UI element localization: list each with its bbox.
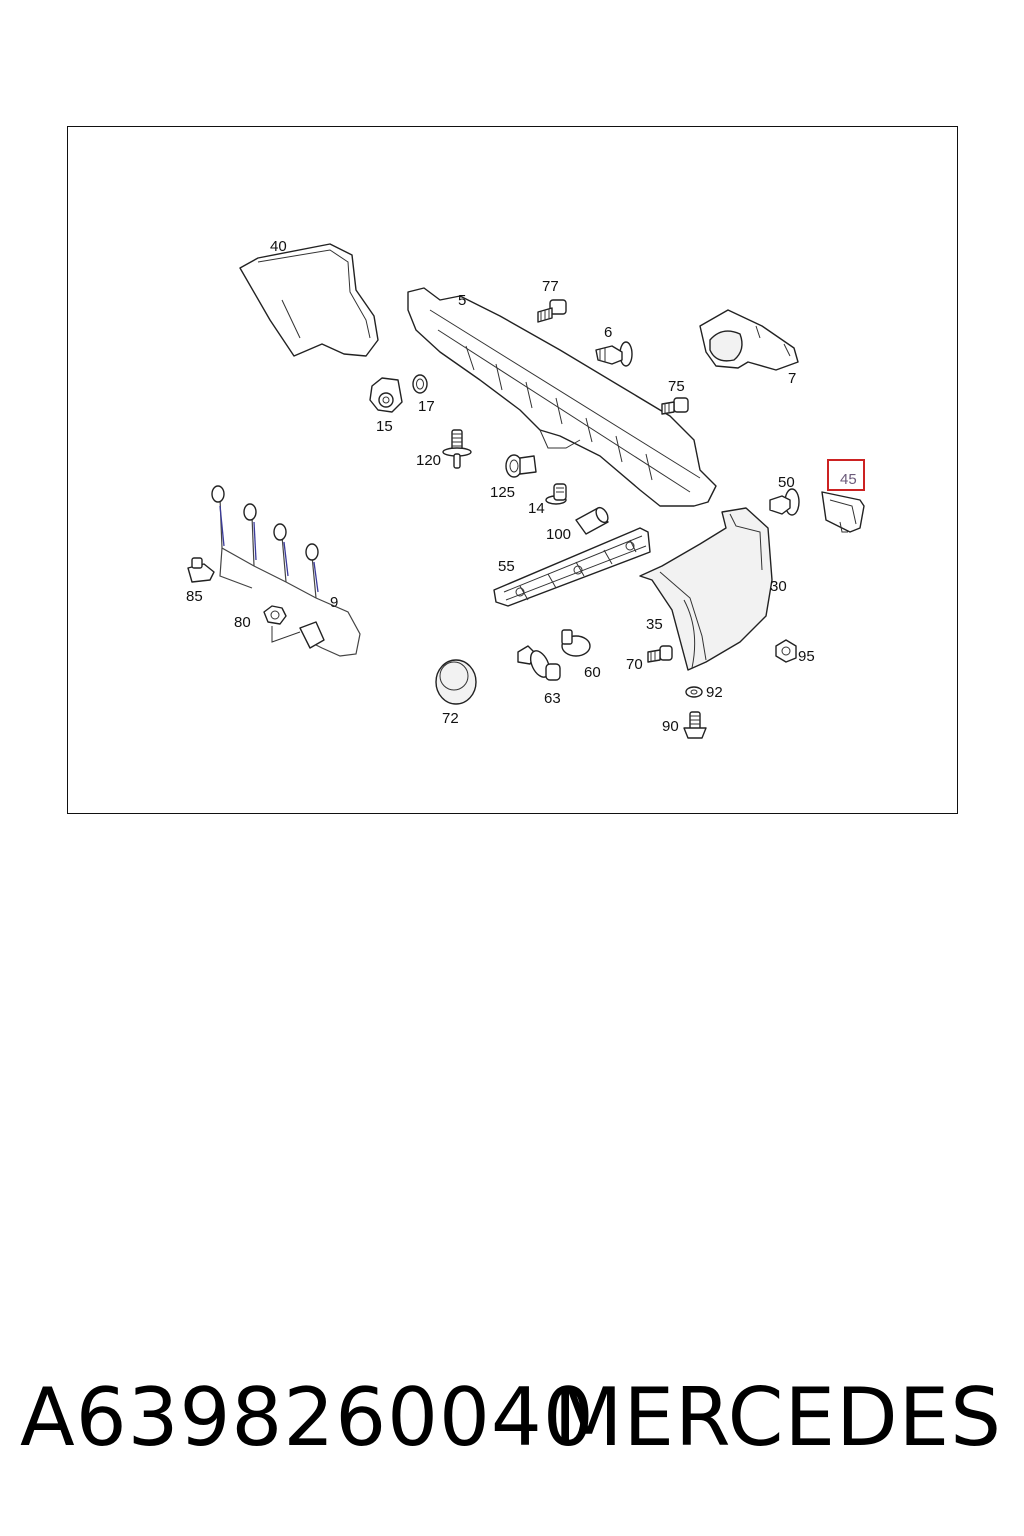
label-45: 45 [840, 471, 857, 488]
label-72: 72 [442, 710, 459, 727]
part-40-corner-trim[interactable] [239, 243, 379, 357]
part-90-bolt[interactable] [683, 711, 707, 739]
part-7-bracket[interactable] [699, 309, 799, 371]
label-90: 90 [662, 718, 679, 735]
label-50: 50 [778, 474, 795, 491]
part-14-clip[interactable] [545, 483, 567, 505]
label-80: 80 [234, 614, 251, 631]
label-75: 75 [668, 378, 685, 395]
part-95-nut[interactable] [775, 639, 797, 663]
part-85-connector[interactable] [187, 557, 215, 583]
part-30-bumper-end[interactable] [639, 507, 773, 671]
part-120-rivet[interactable] [442, 429, 472, 469]
label-95: 95 [798, 648, 815, 665]
label-30: 30 [770, 578, 787, 595]
label-7: 7 [788, 370, 796, 387]
part-number: A6398260040 [20, 1371, 595, 1464]
label-15: 15 [376, 418, 393, 435]
label-77: 77 [542, 278, 559, 295]
part-6-push-clip[interactable] [595, 341, 633, 367]
part-5-bumper-carrier[interactable] [407, 287, 717, 507]
label-120: 120 [416, 452, 441, 469]
part-125-grommet[interactable] [505, 454, 537, 478]
part-9-wiring-harness[interactable] [211, 485, 361, 657]
label-35: 35 [646, 616, 663, 633]
part-55-guide-rail[interactable] [493, 527, 651, 607]
label-14: 14 [528, 500, 545, 517]
label-9: 9 [330, 594, 338, 611]
part-70-screw[interactable] [647, 645, 673, 663]
label-92: 92 [706, 684, 723, 701]
label-60: 60 [584, 664, 601, 681]
label-125: 125 [490, 484, 515, 501]
part-92-washer[interactable] [685, 686, 703, 698]
label-55: 55 [498, 558, 515, 575]
label-70: 70 [626, 656, 643, 673]
label-17: 17 [418, 398, 435, 415]
label-63: 63 [544, 690, 561, 707]
part-50-clip[interactable] [769, 488, 800, 516]
part-60-clip[interactable] [561, 629, 591, 657]
part-75-screw[interactable] [661, 397, 689, 415]
highlight-box [827, 459, 865, 491]
part-17-ring[interactable] [412, 374, 428, 394]
part-72-cap[interactable] [435, 659, 477, 705]
footer: A6398260040 MERCEDES [0, 1368, 1024, 1478]
label-40: 40 [270, 238, 287, 255]
brand-name: MERCEDES [553, 1371, 1002, 1464]
label-100: 100 [546, 526, 571, 543]
part-15-sensor-holder[interactable] [369, 377, 403, 413]
part-77-screw[interactable] [537, 299, 567, 323]
part-35-seal[interactable] [683, 599, 696, 669]
label-85: 85 [186, 588, 203, 605]
part-100-spacer[interactable] [575, 506, 610, 535]
label-5: 5 [458, 292, 466, 309]
part-80-nut[interactable] [263, 605, 301, 643]
diagram-frame [67, 126, 958, 814]
label-6: 6 [604, 324, 612, 341]
part-63-clip[interactable] [517, 645, 561, 681]
part-45-cover-cap[interactable] [821, 491, 865, 533]
